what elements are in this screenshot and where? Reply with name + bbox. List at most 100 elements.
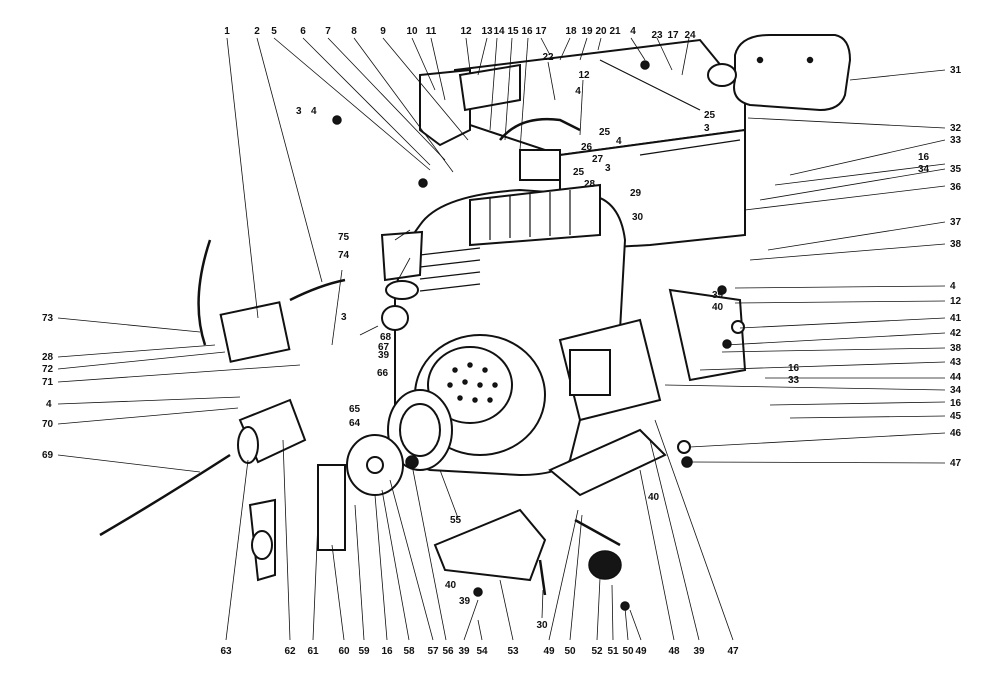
callout: 16 [381,646,393,657]
callout: 4 [311,106,317,117]
callout: 39 [458,646,470,657]
callout: 70 [42,419,54,430]
callout: 51 [607,646,619,657]
callout: 54 [476,646,488,657]
callout: 59 [358,646,370,657]
callout: 28 [584,179,596,190]
callout: 34 [950,385,962,396]
callout: 69 [42,450,54,461]
callout: 18 [565,26,577,37]
callout: 39 [378,350,390,361]
callout: 38 [950,343,962,354]
callout: 52 [591,646,603,657]
callout: 21 [609,26,621,37]
callout: 16 [521,26,533,37]
callout: 17 [535,26,547,37]
callout: 22 [542,52,554,63]
callout: 39 [712,290,724,301]
callout: 4 [575,86,581,97]
muffler [707,34,852,112]
callout: 19 [581,26,593,37]
callout: 40 [712,302,724,313]
callout: 8 [351,26,357,37]
callout: 47 [727,646,739,657]
callout: 12 [950,296,962,307]
callout: 16 [950,398,962,409]
callout: 49 [543,646,555,657]
callout: 31 [950,65,962,76]
callout: 11 [426,26,437,37]
callout: 24 [684,30,696,41]
callout: 13 [481,26,493,37]
callout: 34 [918,164,930,175]
engine [394,183,662,477]
callout: 12 [460,26,472,37]
callout: 28 [42,352,54,363]
air-filter [380,230,424,331]
callout: 39 [459,596,471,607]
callout: 29 [630,188,642,199]
callout: 48 [668,646,680,657]
callout: 66 [377,368,389,379]
callout: 9 [380,26,386,37]
callout: 4 [630,26,636,37]
callout: 15 [507,26,519,37]
callout: 45 [950,411,962,422]
callout: 25 [573,167,585,178]
callout: 49 [635,646,647,657]
fuel-system [99,239,346,537]
callout: 27 [592,154,604,165]
pulley [346,389,453,496]
callout: 39 [693,646,705,657]
callout: 25 [704,110,716,121]
callout: 64 [349,418,361,429]
callout: 68 [380,332,392,343]
callout-labels: 1 2 5 6 7 8 9 10 11 12 13 14 15 16 17 18… [42,26,962,657]
callout: 35 [950,164,962,175]
callout: 57 [427,646,439,657]
callout: 37 [950,217,962,228]
callout: 53 [507,646,519,657]
callout: 55 [450,515,462,526]
callout: 63 [220,646,232,657]
callout: 61 [307,646,319,657]
callout: 71 [42,377,54,388]
callout: 44 [950,372,962,383]
base-brackets [248,288,747,596]
leader-lines [57,37,946,641]
callout: 10 [406,26,418,37]
callout: 75 [338,232,350,243]
callout: 20 [595,26,607,37]
callout: 3 [296,106,302,117]
callout: 30 [536,620,548,631]
callout: 17 [667,30,679,41]
callout: 6 [300,26,306,37]
callout: 33 [950,135,962,146]
callout: 72 [42,364,54,375]
callout: 26 [581,142,593,153]
callout: 5 [271,26,277,37]
callout: 4 [616,136,622,147]
callout: 58 [403,646,415,657]
callout: 47 [950,458,962,469]
callout: 50 [622,646,634,657]
callout: 43 [950,357,962,368]
callout: 74 [338,250,350,261]
callout: 41 [950,313,962,324]
callout: 38 [950,239,962,250]
callout: 60 [338,646,350,657]
callout: 3 [341,312,347,323]
callout: 32 [950,123,962,134]
callout: 73 [42,313,54,324]
callout: 14 [493,26,505,37]
callout: 67 [378,342,390,353]
callout: 4 [46,399,52,410]
callout: 16 [788,363,800,374]
callout: 16 [918,152,930,163]
callout: 3 [704,123,710,134]
callout: 7 [325,26,331,37]
callout: 23 [651,30,663,41]
callout: 42 [950,328,962,339]
callout: 46 [950,428,962,439]
